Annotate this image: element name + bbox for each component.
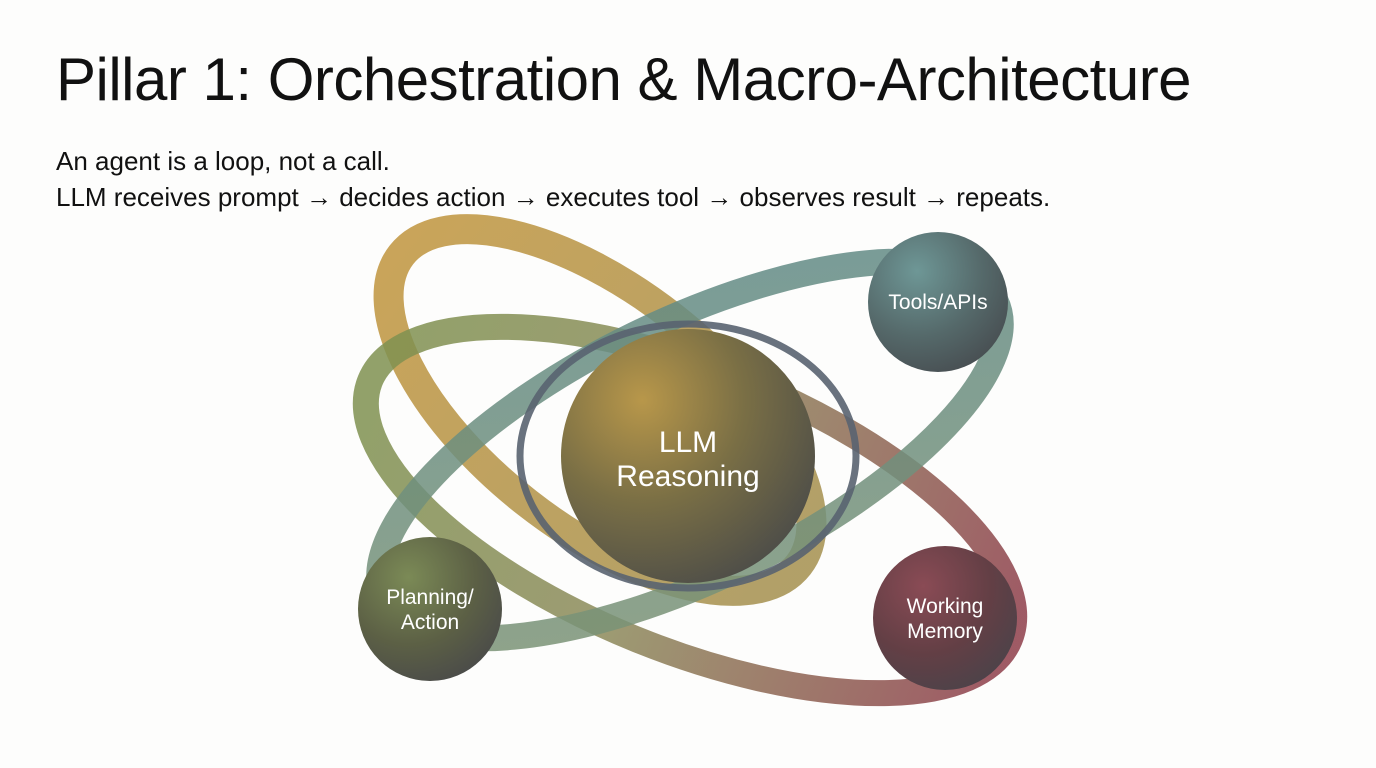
node-tools-apis: Tools/APIs	[868, 232, 1008, 372]
node-llm-reasoning-circle	[561, 329, 815, 583]
slide-subtitle: An agent is a loop, not a call. LLM rece…	[56, 143, 1050, 215]
node-llm-reasoning-line1: LLM	[659, 426, 717, 459]
node-working-memory-circle	[873, 546, 1017, 690]
node-planning-action-circle	[358, 537, 502, 681]
ring-inner	[516, 320, 860, 592]
node-tools-apis-circle	[868, 232, 1008, 372]
node-llm-reasoning-line2: Reasoning	[616, 460, 759, 493]
subtitle-line-1: An agent is a loop, not a call.	[56, 146, 390, 176]
subtitle-line-2: LLM receives prompt → decides action → e…	[56, 182, 1051, 212]
node-planning-action: Planning/ Action	[358, 537, 502, 681]
node-tools-apis-label: Tools/APIs	[888, 291, 987, 314]
node-working-memory-line1: Working	[907, 595, 984, 618]
node-planning-action-line1: Planning/	[386, 586, 474, 609]
node-planning-action-line2: Action	[401, 611, 459, 634]
node-llm-reasoning: LLM Reasoning	[561, 329, 815, 583]
node-working-memory: Working Memory	[873, 546, 1017, 690]
node-working-memory-line2: Memory	[907, 620, 983, 643]
slide-title: Pillar 1: Orchestration & Macro-Architec…	[56, 46, 1192, 113]
